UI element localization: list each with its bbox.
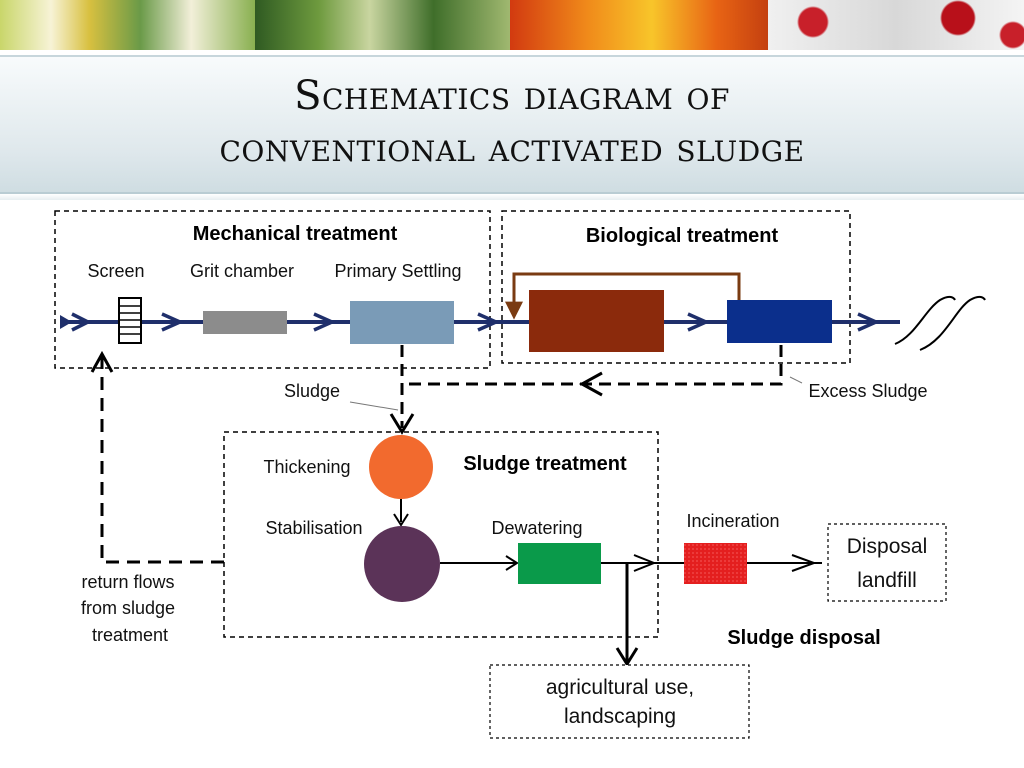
title-band [0,55,1024,194]
excess-sludge-leader-line [789,376,803,384]
excess-sludge-line [402,345,783,386]
return-flows-arrow [90,350,114,373]
banner-leaves [510,0,768,50]
primary-settling-label: Primary Settling [334,261,461,281]
digester-unit [364,526,440,602]
incineration-to-disposal-arrow [791,554,817,572]
disposal-label: Disposal [847,535,928,558]
grit-chamber-unit [203,311,287,334]
thickening-label: Thickening [263,457,350,477]
digester-to-dewatering-arrow [505,555,519,571]
secondary-clarifier-unit [727,300,832,343]
flow-arrow-2 [161,312,185,332]
return-flows-line [100,352,224,564]
banner-palm [255,0,510,50]
slide-title: Schematics diagram of conventional activ… [0,70,1024,174]
return-flows-label-2: from sludge [81,598,175,618]
biological-treatment-label: Biological treatment [586,225,779,247]
title-line-1: Schematics diagram of [294,73,730,119]
sludge-label: Sludge [284,381,340,401]
outlet-wave-1 [894,295,956,345]
banner-berries [768,0,1024,50]
thickener-unit [369,435,433,499]
flow-arrow-1 [71,312,92,332]
screen-label: Screen [87,261,144,281]
mechanical-treatment-label: Mechanical treatment [193,223,398,245]
flow-arrow-4 [477,312,501,332]
excess-sludge-arrow [578,371,603,397]
flow-arrow-3 [313,312,337,332]
return-flows-label-1: return flows [81,572,174,592]
sludge-treatment-section-box [223,431,659,638]
grit-chamber-label: Grit chamber [190,261,294,281]
dewatering-label: Dewatering [491,518,582,538]
outlet-wave-2 [919,295,986,351]
agricultural-branch-arrow [615,647,639,667]
title-divider [0,194,1024,200]
dewatering-unit [518,543,601,584]
primary-settling-unit [350,301,454,344]
dewatering-to-incineration-arrow [633,554,657,572]
excess-sludge-label: Excess Sludge [808,381,927,401]
biological-section-box [501,210,851,364]
flow-arrow-5 [687,312,711,332]
agricultural-use-label: agricultural use, [546,676,694,699]
flow-arrow-6 [857,312,881,332]
stabilisation-label: Stabilisation [265,518,362,538]
banner-flowers [0,0,255,50]
incineration-label: Incineration [686,511,779,531]
primary-sludge-arrow [389,413,415,435]
thickener-to-digester-arrow [393,513,409,527]
return-sludge-arrow [505,272,741,320]
incineration-unit [684,543,747,584]
sludge-treatment-label: Sludge treatment [463,453,627,475]
decorative-banner [0,0,1024,50]
sludge-disposal-label: Sludge disposal [727,627,880,649]
title-line-2: conventional activated sludge [219,125,805,171]
agricultural-use-box [489,664,750,739]
screen-bars [119,305,141,335]
aeration-tank-unit [529,290,664,352]
disposal-landfill-box [827,523,947,602]
sludge-leader-line [349,401,399,411]
mechanical-section-box [54,210,491,369]
landscaping-label: landscaping [564,705,676,728]
return-flows-label-3: treatment [92,625,168,645]
flow-arrow-inlet [60,315,72,329]
landfill-label: landfill [857,569,917,592]
